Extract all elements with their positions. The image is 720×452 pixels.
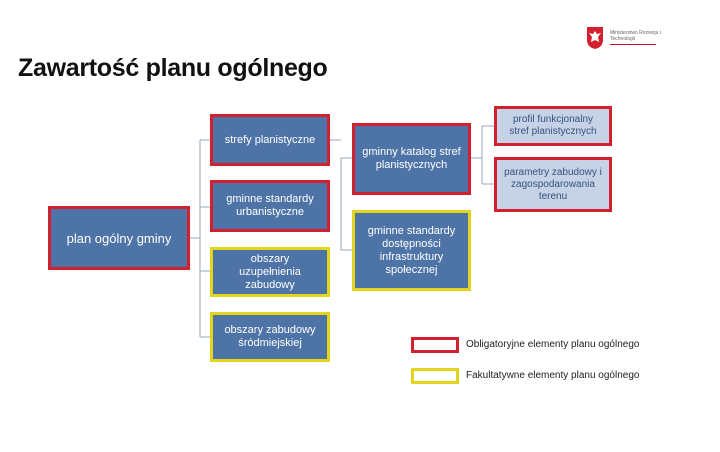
- root-node-box: plan ogólny gminy: [48, 206, 190, 270]
- level1-node-standardy: gminne standardy urbanistyczne: [210, 180, 330, 232]
- level1-node-srodmiejskiej: obszary zabudowy śródmiejskiej: [210, 312, 330, 362]
- legend-mandatory-label: Obligatoryjne elementy planu ogólnego: [466, 339, 640, 350]
- level3-node-profil: profil funkcjonalny stref planistycznych: [494, 106, 612, 146]
- legend-optional-label: Fakultatywne elementy planu ogólnego: [466, 370, 640, 381]
- logo-underline: [610, 44, 656, 45]
- page-title: Zawartość planu ogólnego: [18, 54, 328, 82]
- legend-optional-swatch: [411, 368, 459, 384]
- ministry-name: Ministerstwo Rozwoju i Technologii: [610, 30, 661, 42]
- polish-eagle-emblem-icon: [587, 27, 603, 49]
- level2-node-dostepnosci: gminne standardy dostępności infrastrukt…: [352, 210, 471, 291]
- level1-node-uzupelnienia: obszary uzupełnienia zabudowy: [210, 247, 330, 297]
- ministry-logo: Ministerstwo Rozwoju i Technologii: [586, 26, 696, 54]
- level2-node-katalog: gminny katalog stref planistycznych: [352, 123, 471, 195]
- level3-node-parametry: parametry zabudowy i zagospodarowania te…: [494, 157, 612, 212]
- legend-mandatory-swatch: [411, 337, 459, 353]
- level1-node-strefy: strefy planistyczne: [210, 114, 330, 166]
